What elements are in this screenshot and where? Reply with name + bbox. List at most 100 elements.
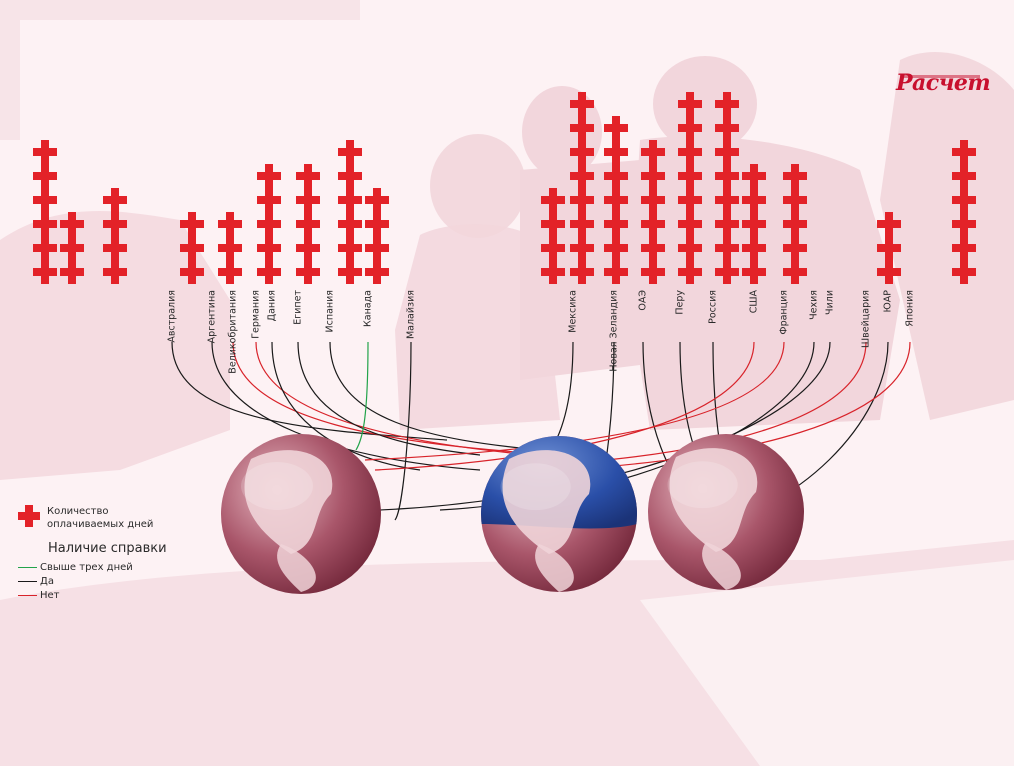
cross-mark: [365, 260, 389, 284]
globe: [481, 436, 637, 592]
cross-mark: [180, 236, 204, 260]
cross-mark: [877, 260, 901, 284]
cross-mark: [218, 260, 242, 284]
cross-mark: [604, 116, 628, 140]
cross-mark: [783, 260, 807, 284]
country-label: Германия: [251, 290, 262, 339]
cross-mark: [338, 164, 362, 188]
cross-mark: [257, 236, 281, 260]
connector-line: [329, 341, 541, 451]
cross-mark: [678, 260, 702, 284]
cross-mark: [296, 188, 320, 212]
cross-mark: [570, 164, 594, 188]
country-column: Япония: [905, 140, 976, 327]
country-column: Перу: [604, 116, 686, 315]
cross-mark: [715, 236, 739, 260]
country-label: Новая Зеландия: [609, 290, 620, 372]
country-column: Австралия: [33, 140, 178, 343]
cross-mark: [641, 236, 665, 260]
cross-mark: [541, 236, 565, 260]
cross-mark: [742, 212, 766, 236]
cross-mark: [952, 260, 976, 284]
country-label: ЮАР: [883, 290, 894, 313]
cross-mark: [715, 140, 739, 164]
cross-mark: [570, 236, 594, 260]
cross-mark: [180, 212, 204, 236]
country-column: Россия: [641, 140, 719, 324]
connector-line: [355, 341, 369, 451]
cross-mark: [742, 260, 766, 284]
cross-mark: [742, 236, 766, 260]
country-column: Аргентина: [60, 212, 218, 343]
cross-mark: [715, 116, 739, 140]
legend-item-yes: Да: [18, 576, 54, 587]
cross-mark: [33, 164, 57, 188]
cross-mark: [541, 188, 565, 212]
cross-mark: [103, 188, 127, 212]
cross-mark: [952, 164, 976, 188]
globes: [221, 434, 804, 594]
cross-icon: [18, 505, 40, 527]
country-column: ЮАР: [877, 212, 901, 312]
cross-mark: [33, 188, 57, 212]
cross-mark: [952, 236, 976, 260]
cross-mark: [541, 212, 565, 236]
cross-mark: [783, 236, 807, 260]
country-column: Швейцария: [861, 290, 872, 348]
globe: [648, 434, 804, 590]
cross-mark: [641, 188, 665, 212]
cross-mark: [641, 140, 665, 164]
country-label: Россия: [708, 290, 719, 324]
cross-mark: [33, 212, 57, 236]
logo-tagline-bar: [900, 75, 980, 78]
cross-mark: [570, 212, 594, 236]
cross-mark: [365, 236, 389, 260]
cross-mark: [33, 140, 57, 164]
globe: [221, 434, 381, 594]
legend-title: Наличие справки: [48, 541, 167, 556]
cross-mark: [257, 164, 281, 188]
cross-mark: [570, 92, 594, 116]
cross-mark: [338, 260, 362, 284]
country-label: Япония: [905, 290, 916, 327]
country-column: Франция: [715, 92, 790, 335]
cross-mark: [604, 212, 628, 236]
country-column: Новая Зеландия: [541, 188, 620, 372]
cross-mark: [296, 236, 320, 260]
cross-mark: [604, 260, 628, 284]
country-column: ОАЭ: [570, 92, 649, 311]
country-column: США: [678, 92, 760, 313]
cross-mark: [338, 188, 362, 212]
cross-mark: [952, 140, 976, 164]
cross-mark: [60, 212, 84, 236]
connector-line: [374, 341, 755, 471]
cross-mark: [296, 164, 320, 188]
legend-swatch: [18, 580, 37, 582]
cross-mark: [33, 260, 57, 284]
country-column: Дания: [218, 212, 278, 321]
cross-mark: [877, 236, 901, 260]
cross-mark: [570, 140, 594, 164]
cross-mark: [604, 236, 628, 260]
country-label: Малайзия: [406, 290, 417, 339]
cross-mark: [952, 212, 976, 236]
country-label: Перу: [675, 290, 686, 315]
cross-mark: [604, 164, 628, 188]
cross-mark: [365, 212, 389, 236]
cross-mark: [338, 212, 362, 236]
connector-line: [171, 341, 448, 441]
legend-swatch: [18, 594, 37, 596]
legend-item-over3: Свыше трех дней: [18, 562, 133, 573]
country-label: ОАЭ: [638, 290, 649, 311]
cross-mark: [604, 140, 628, 164]
cross-mark: [877, 212, 901, 236]
brand-logo: Расчет: [896, 70, 991, 96]
legend-item-no: Нет: [18, 590, 60, 601]
country-column: Германия: [180, 212, 262, 339]
country-label: Великобритания: [228, 290, 239, 374]
cross-mark: [641, 212, 665, 236]
country-label: Испания: [325, 290, 336, 332]
cross-mark: [103, 260, 127, 284]
cross-mark: [783, 212, 807, 236]
